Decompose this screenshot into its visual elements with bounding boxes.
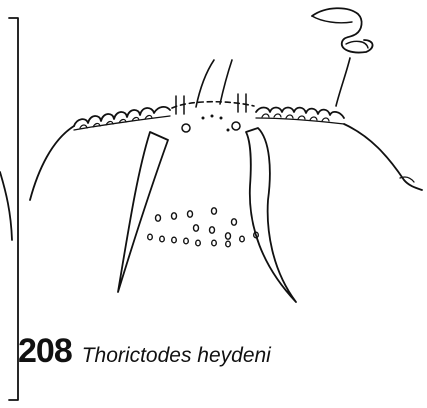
left-horn bbox=[118, 132, 168, 292]
figure-caption: 208 Thorictodes heydeni bbox=[18, 332, 271, 374]
antennal-club bbox=[312, 8, 373, 52]
right-articulation bbox=[232, 122, 240, 130]
adjacent-figure-fragment bbox=[0, 172, 12, 240]
left-serrated-band bbox=[74, 107, 170, 126]
pore-pattern bbox=[148, 208, 259, 247]
figure-number: 208 bbox=[18, 332, 72, 371]
right-margin-tip bbox=[400, 177, 414, 182]
right-horn bbox=[246, 128, 296, 302]
right-antennal-stalk bbox=[220, 60, 232, 104]
right-lateral-margin bbox=[344, 124, 422, 190]
plate-frame-bracket bbox=[9, 18, 18, 400]
left-lateral-margin bbox=[30, 126, 74, 200]
antennal-club-stalk bbox=[336, 58, 350, 106]
left-antennal-stalk bbox=[196, 60, 214, 107]
left-articulation bbox=[182, 124, 190, 132]
species-name: Thorictodes heydeni bbox=[82, 344, 271, 368]
right-serrated-band-lower bbox=[256, 118, 344, 124]
